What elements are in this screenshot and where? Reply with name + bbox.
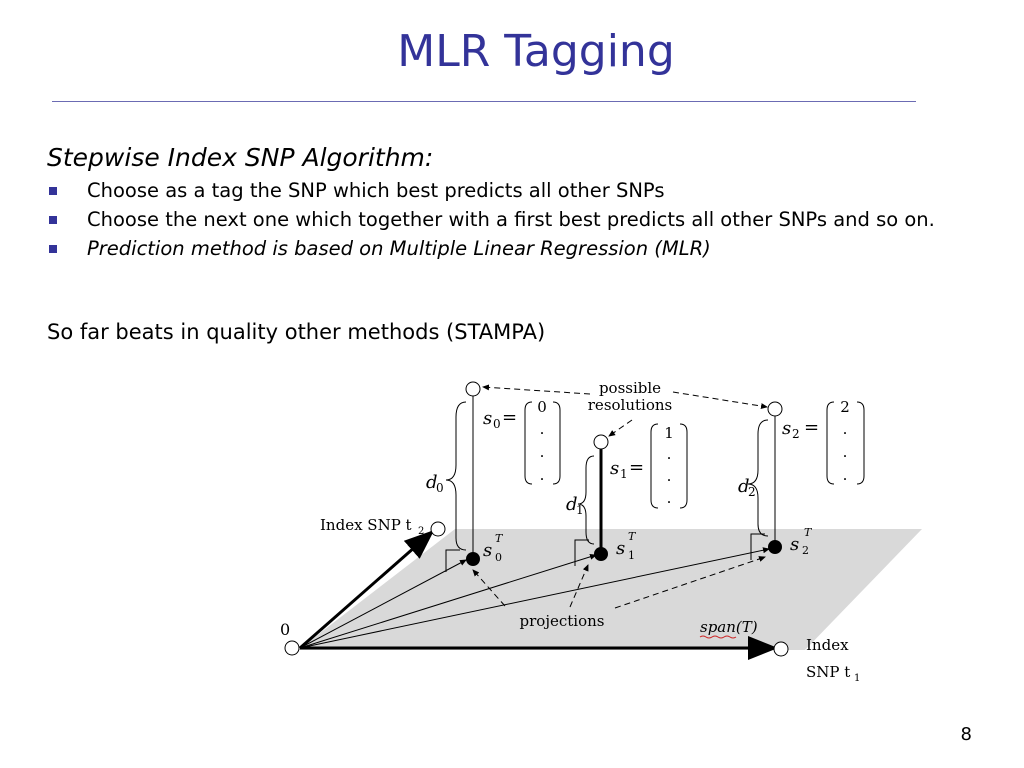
- s1-top-node: [593, 434, 609, 450]
- d0-label: d: [426, 472, 438, 493]
- d2-sub: 2: [748, 485, 756, 499]
- s0-dot: .: [540, 466, 545, 484]
- bullet-list: Choose as a tag the SNP which best predi…: [47, 179, 977, 266]
- span-underline: [699, 635, 737, 639]
- projections-arrow-s2: [614, 556, 766, 609]
- projections-arrow-s1: [569, 564, 589, 608]
- square-bullet-icon: [49, 216, 57, 224]
- projection-point-s2: [768, 540, 782, 554]
- span-plane: [298, 529, 922, 650]
- s1-value: 1: [664, 424, 674, 442]
- span-t-label: span(T): [700, 618, 758, 636]
- bullet-item: Prediction method is based on Multiple L…: [47, 237, 977, 260]
- d2-label: d: [738, 476, 750, 497]
- brace-d1: [577, 455, 595, 545]
- projections-label: projections: [520, 612, 605, 630]
- projections-arrow-s0: [472, 569, 506, 607]
- s0T-sub: 0: [495, 551, 502, 564]
- right-angle-s1: [574, 539, 589, 566]
- s2-bracket-right: [856, 401, 865, 485]
- summary-text: So far beats in quality other methods (S…: [47, 320, 546, 344]
- slide-title: MLR Tagging: [397, 26, 675, 77]
- page-number: 8: [960, 724, 972, 745]
- s0-top-node: [465, 381, 481, 397]
- s2-symbol: s: [782, 418, 791, 439]
- s2-sub: 2: [792, 427, 800, 441]
- projection-vector-s1: [299, 553, 597, 649]
- resolution-arrow-s0: [482, 384, 591, 395]
- s1-sub: 1: [620, 467, 628, 481]
- projection-vector-s0: [299, 559, 467, 649]
- intro-heading: Stepwise Index SNP Algorithm:: [47, 143, 434, 172]
- projection-point-s0: [466, 552, 480, 566]
- s0-dot: .: [540, 420, 545, 438]
- right-angle-s0: [445, 549, 460, 572]
- d1-sub: 1: [576, 503, 584, 517]
- s1T-sub: 1: [628, 549, 635, 562]
- s0-eq: =: [502, 407, 517, 428]
- resolutions-label: resolutions: [588, 396, 672, 414]
- possible-label: possible: [599, 379, 661, 397]
- bullet-text: Choose the next one which together with …: [87, 208, 935, 231]
- s0-bracket-left: [524, 401, 533, 485]
- square-bullet-icon: [49, 187, 57, 195]
- resolution-arrow-s2: [672, 391, 768, 410]
- bullet-item: Choose as a tag the SNP which best predi…: [47, 179, 977, 202]
- brace-d2: [747, 419, 769, 537]
- t1-subscript: 1: [854, 673, 860, 684]
- index-snp-t2-label: Index SNP t: [320, 516, 412, 534]
- s1-dot: .: [667, 445, 672, 463]
- s0-dot: .: [540, 443, 545, 461]
- s0-sub: 0: [493, 417, 501, 431]
- bullet-text: Choose as a tag the SNP which best predi…: [87, 179, 665, 202]
- snp-t1-label: SNP t: [806, 663, 850, 681]
- brace-d0: [445, 401, 467, 551]
- origin-label: 0: [280, 620, 290, 639]
- s2-dot: .: [843, 443, 848, 461]
- s1T-label: s: [616, 538, 625, 559]
- s2-dot: .: [843, 420, 848, 438]
- axis-t2: [299, 530, 435, 650]
- bullet-item: Choose the next one which together with …: [47, 208, 977, 231]
- projection-vector-s2: [299, 547, 770, 649]
- bullet-text: Prediction method is based on Multiple L…: [87, 237, 711, 260]
- s0-bracket-right: [552, 401, 561, 485]
- s1T-sup: T: [628, 530, 637, 543]
- s1-symbol: s: [610, 458, 619, 479]
- square-bullet-icon: [49, 245, 57, 253]
- s0-symbol: s: [483, 408, 492, 429]
- index-t1-label: Index: [806, 636, 849, 654]
- title-divider: [52, 101, 916, 102]
- resolution-arrow-s1: [608, 419, 633, 437]
- projection-point-s1: [594, 547, 608, 561]
- s2-value: 2: [840, 398, 850, 416]
- s2T-label: s: [790, 534, 799, 555]
- origin-node: [284, 640, 300, 656]
- s0-value: 0: [537, 398, 547, 416]
- s0T-sup: T: [495, 532, 504, 545]
- t2-endpoint: [430, 521, 446, 537]
- s2-bracket-left: [826, 401, 835, 485]
- s1-bracket-right: [679, 423, 688, 509]
- s0T-label: s: [483, 540, 492, 561]
- s2-dot: .: [843, 466, 848, 484]
- d0-sub: 0: [436, 481, 444, 495]
- s2-top-node: [767, 401, 783, 417]
- s1-bracket-left: [650, 423, 659, 509]
- right-angle-s2: [750, 533, 765, 560]
- s2-eq: =: [804, 417, 819, 438]
- s1-dot: .: [667, 467, 672, 485]
- mlr-projection-diagram: possible resolutions s 0 = 0 . . . s 1 =…: [280, 379, 922, 684]
- d1-label: d: [566, 494, 578, 515]
- s1-eq: =: [629, 457, 644, 478]
- s1-dot: .: [667, 489, 672, 507]
- s2T-sub: 2: [802, 544, 809, 557]
- s2T-sup: T: [804, 526, 813, 539]
- t1-endpoint: [773, 641, 789, 657]
- t2-subscript: 2: [418, 526, 424, 537]
